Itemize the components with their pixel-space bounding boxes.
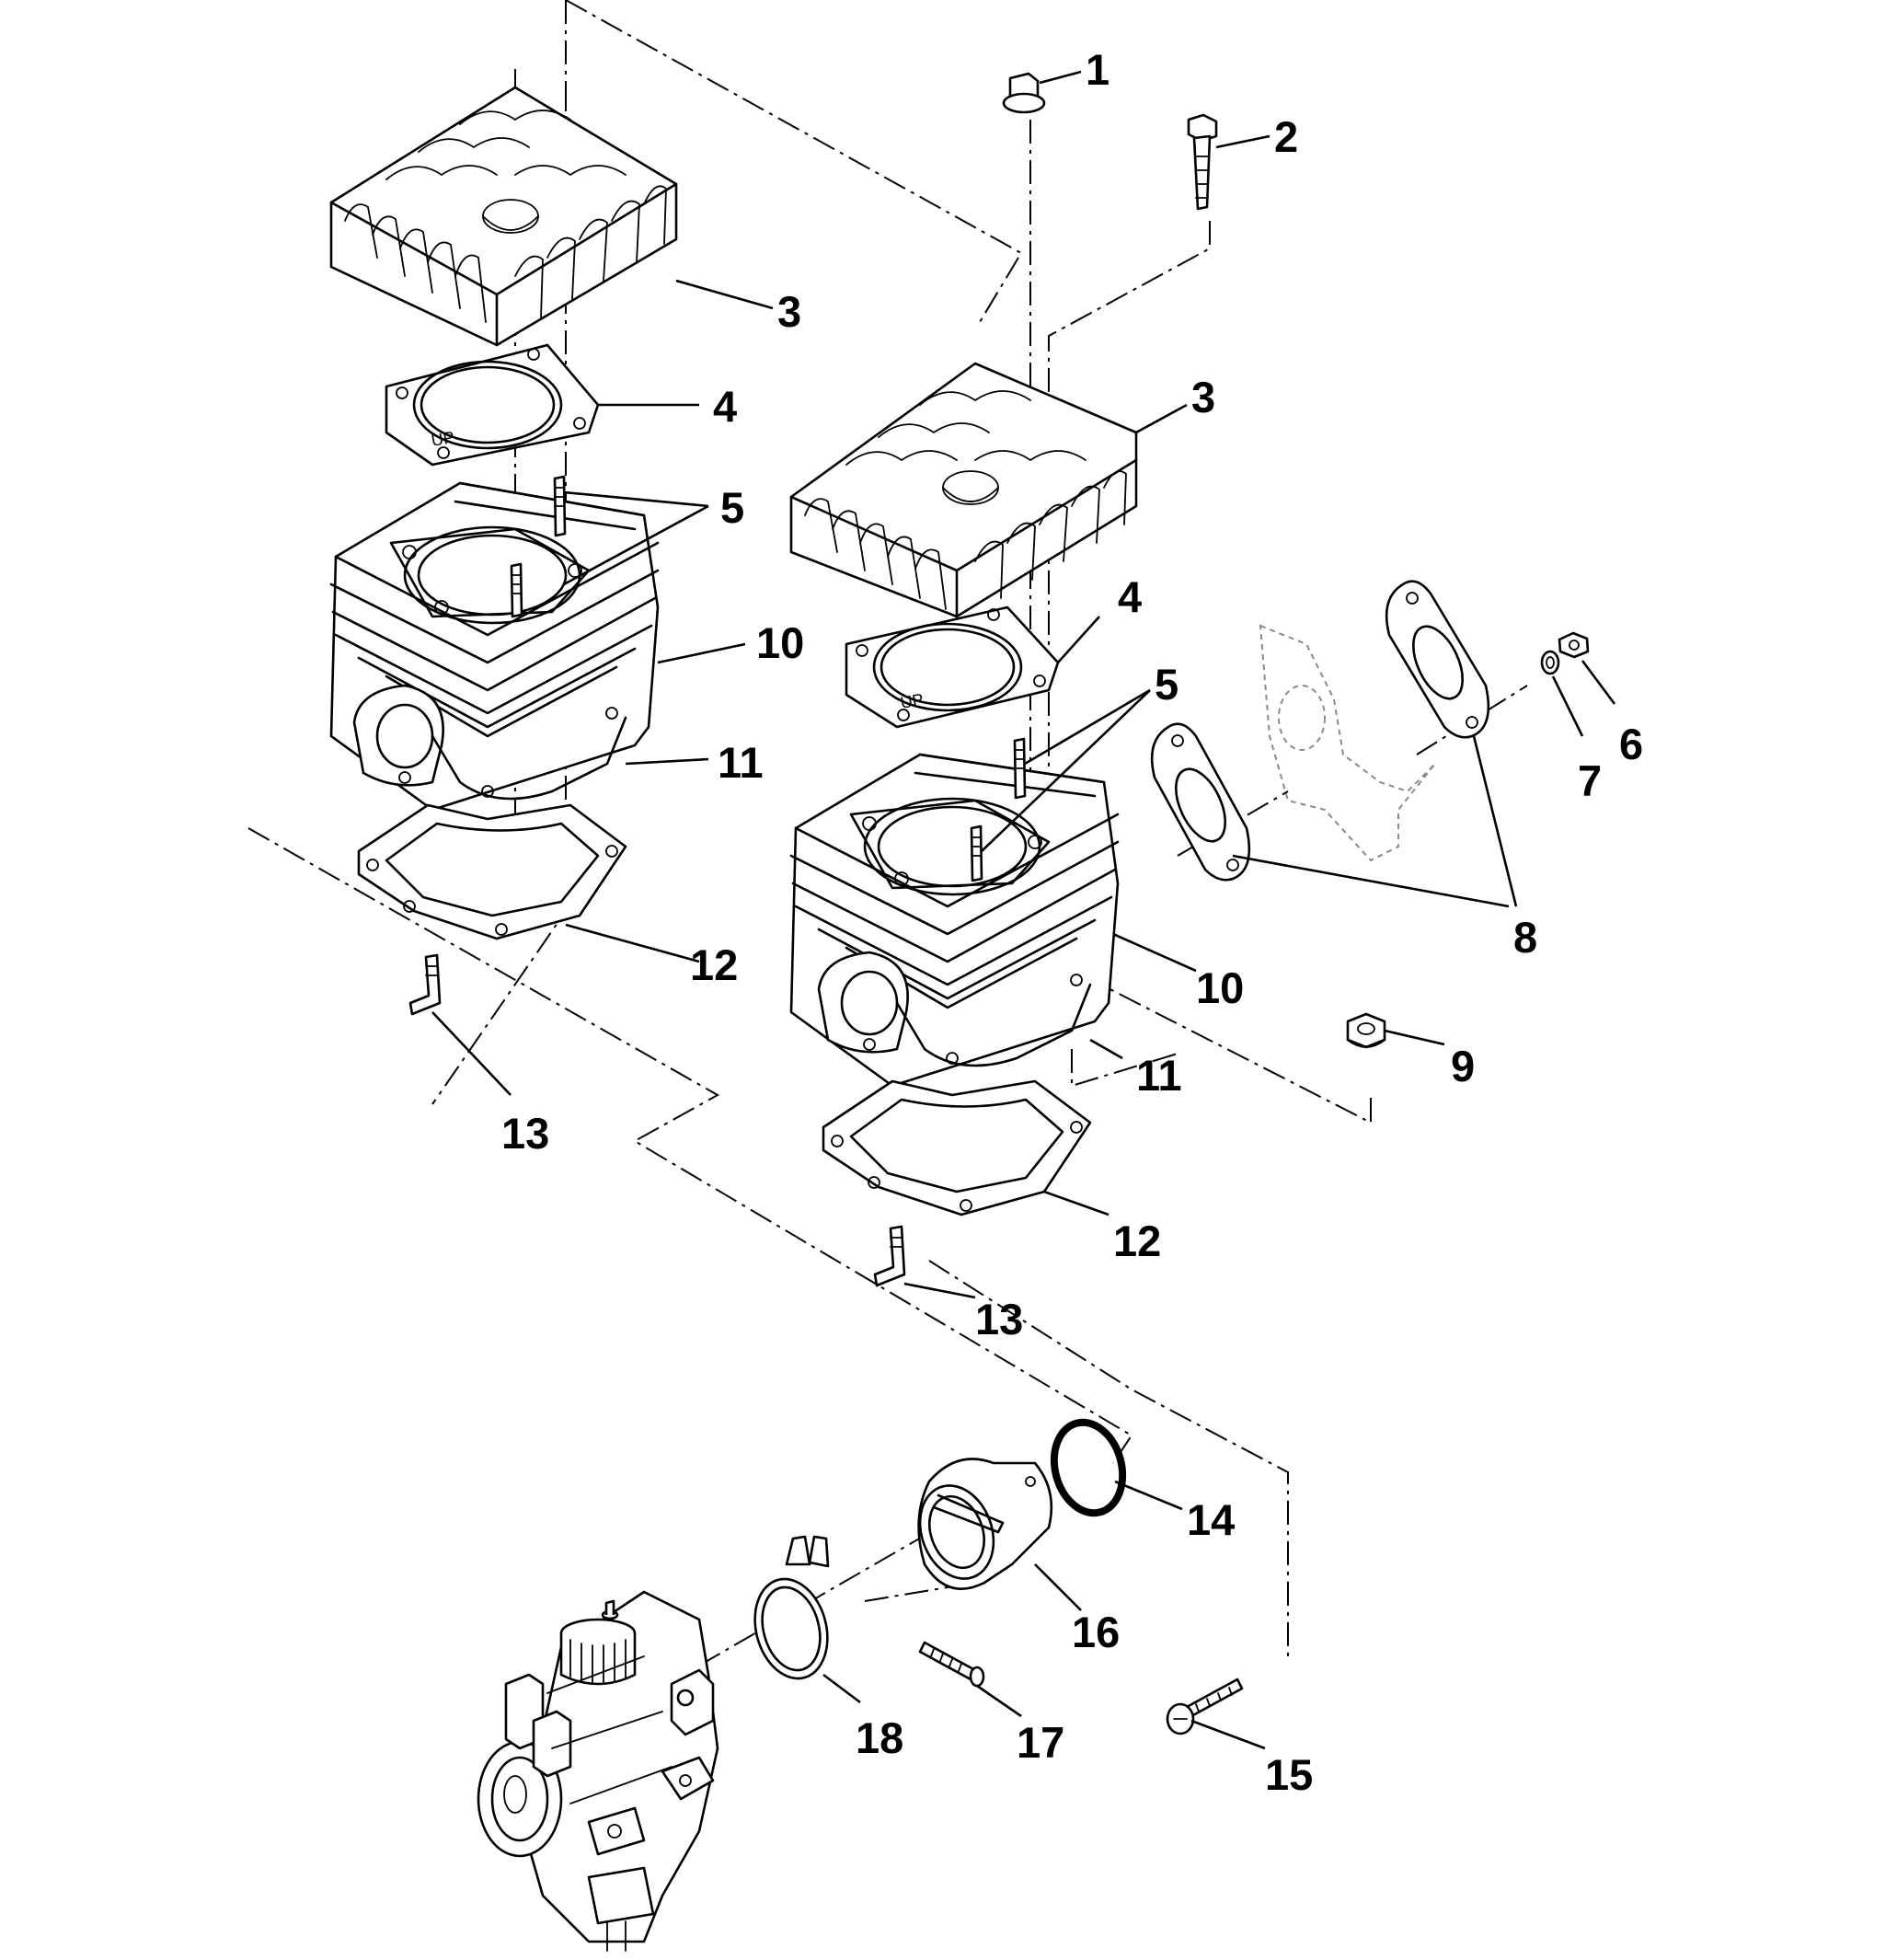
flange-nut [1346, 1012, 1386, 1049]
callout-12-left: 12 [690, 940, 738, 989]
callout-11-right: 11 [1136, 1051, 1182, 1100]
exhaust-nut [1558, 631, 1590, 659]
exhaust-gasket-upper [1385, 580, 1490, 739]
callout-14: 14 [1187, 1495, 1235, 1544]
callout-16: 16 [1072, 1608, 1120, 1656]
callout-18: 18 [856, 1713, 903, 1762]
callout-5-right: 5 [1155, 660, 1178, 709]
callout-7: 7 [1578, 756, 1602, 805]
callout-10-right: 10 [1196, 963, 1244, 1012]
callout-6: 6 [1619, 720, 1643, 768]
intake-adaptor [917, 1458, 1053, 1590]
callout-12-right: 12 [1113, 1216, 1161, 1265]
head-gasket-left: UP [385, 343, 600, 467]
callout-13-left: 13 [501, 1109, 549, 1158]
callout-15: 15 [1265, 1750, 1313, 1799]
base-gasket-right [822, 1079, 1092, 1216]
cap-plug [1002, 72, 1046, 114]
lock-washer [1540, 650, 1560, 675]
callout-9: 9 [1451, 1042, 1475, 1090]
studs-right [970, 737, 1027, 882]
o-ring [1050, 1418, 1127, 1517]
head-bolt [1187, 113, 1218, 211]
hose-clamp [753, 1535, 830, 1680]
callout-17: 17 [1017, 1718, 1064, 1767]
exhaust-manifold-ghost [1259, 624, 1436, 862]
cylinder-left [329, 481, 660, 812]
cylinder-head-right [789, 362, 1138, 618]
callout-4-left: 4 [713, 382, 737, 431]
head-gasket-right: UP [845, 605, 1060, 729]
up-marking-right: UP [899, 690, 925, 712]
cylinder-head-left [329, 86, 678, 347]
callout-13-right: 13 [975, 1295, 1023, 1343]
manifold-screw [1166, 1678, 1244, 1735]
callout-10-left: 10 [756, 618, 804, 667]
callout-8: 8 [1513, 913, 1537, 962]
cylinder-right [789, 753, 1120, 1088]
callout-1: 1 [1086, 45, 1109, 94]
callout-labels: 1 2 3 3 4 4 5 5 6 7 8 9 10 10 11 11 12 1… [501, 45, 1643, 1799]
base-gasket-left [357, 803, 627, 940]
callout-5-left: 5 [720, 483, 744, 532]
impulse-fitting-right [873, 1225, 906, 1287]
clamp-screw [918, 1641, 985, 1688]
up-marking-left: UP [430, 428, 455, 450]
studs-left [510, 475, 567, 618]
callout-3-right: 3 [1191, 373, 1215, 421]
exhaust-gasket-lower [1150, 722, 1251, 882]
carburetor [477, 1590, 719, 1952]
impulse-fitting-left [408, 953, 442, 1016]
callout-3-left: 3 [777, 287, 801, 336]
callout-11-left: 11 [718, 738, 764, 787]
leader-lines [431, 70, 1616, 1750]
callout-4-right: 4 [1118, 572, 1142, 621]
callout-2: 2 [1274, 112, 1298, 161]
